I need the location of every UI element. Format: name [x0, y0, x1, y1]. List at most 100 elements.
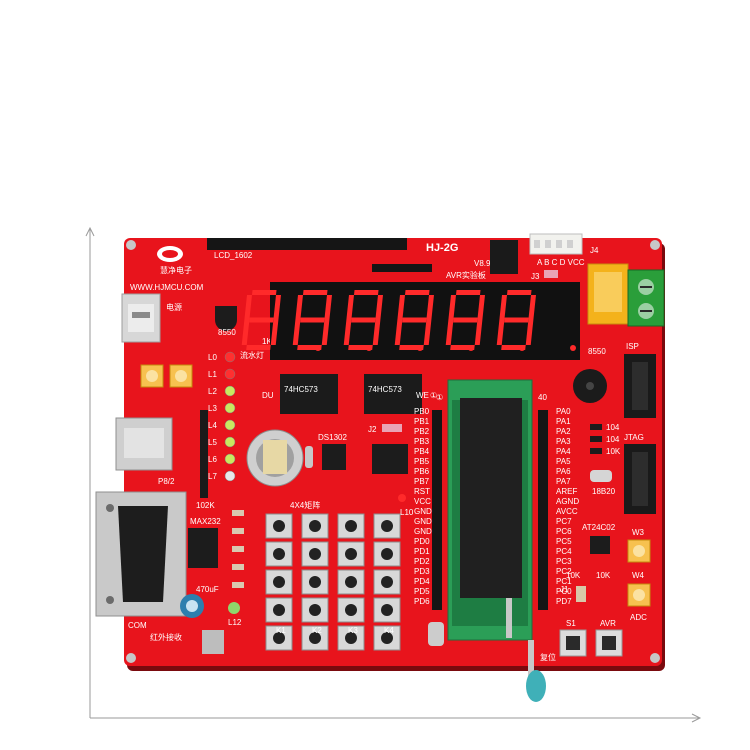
smd-caps [232, 510, 244, 588]
segment [426, 295, 434, 320]
segment [504, 317, 529, 323]
key-cap [273, 520, 285, 532]
matrix-label: 4X4矩阵 [290, 500, 320, 510]
l12-label: L12 [228, 618, 242, 627]
segment [348, 345, 373, 350]
res-label: 104 [606, 423, 620, 432]
segment [477, 295, 485, 320]
pin1-marker: ① [436, 393, 443, 402]
at24c02-chip [590, 536, 610, 554]
key-cap [273, 576, 285, 588]
avr-label: AVR [600, 619, 616, 628]
segment [399, 345, 424, 350]
segment [404, 290, 430, 295]
key-label: K2 [312, 626, 322, 635]
port-b-pin-label: PB0 [414, 407, 430, 416]
segment [297, 345, 322, 350]
port-b-pin-label: GND [414, 507, 432, 516]
latch-chip-b: 74HC573 [364, 374, 422, 414]
segment [397, 295, 405, 320]
ds18b20-socket [590, 470, 612, 482]
resistor-pack [200, 410, 208, 498]
ds1302-chip [322, 444, 346, 470]
red-led [398, 494, 406, 502]
port-b-pin-label: PB7 [414, 477, 430, 486]
segment [499, 295, 507, 320]
port-a-pin-label: PD7 [556, 597, 572, 606]
key-cap [381, 520, 393, 532]
port-a-pin-label: PA5 [556, 457, 571, 466]
port-a-pin-label: PC5 [556, 537, 572, 546]
latch-chip-a: 74HC573 [280, 374, 338, 414]
usb-b-port: P8/2 [115, 417, 175, 486]
potentiometer-pair [140, 364, 193, 388]
max232-label: MAX232 [190, 517, 221, 526]
isp-label: ISP [626, 342, 639, 351]
key-label: K3 [348, 626, 358, 635]
relay [587, 263, 629, 325]
we-label: WE [416, 391, 429, 400]
port-a-pin-label: PC6 [556, 527, 572, 536]
segment [300, 317, 325, 323]
led-label: L2 [208, 387, 217, 396]
ir-receiver [202, 630, 224, 654]
header-left [432, 410, 442, 610]
key-cap [309, 604, 321, 616]
seven-segment-digit [496, 290, 576, 351]
key-cap [273, 632, 285, 644]
segment [453, 317, 478, 323]
port-a-pin-label: PC4 [556, 547, 572, 556]
seven-segment-display [241, 282, 580, 360]
right-pots: W3 W4 ADC [627, 528, 651, 622]
port-a-pin-label: PA6 [556, 467, 571, 476]
chip-a-label: 74HC573 [284, 385, 318, 394]
segment [249, 317, 274, 323]
l10-label: L10 [400, 508, 414, 517]
adc-label: ADC [630, 613, 647, 622]
small-ic-top [490, 240, 518, 274]
res-label: 10K [606, 447, 621, 456]
cap-label: 470uF [196, 585, 219, 594]
led-label: L3 [208, 404, 217, 413]
port-b-pin-label: PB6 [414, 467, 430, 476]
led-label: L0 [208, 353, 217, 362]
segment [474, 320, 483, 345]
segment [525, 320, 534, 345]
port-b-pin-label: PB1 [414, 417, 430, 426]
decimal-point [570, 345, 576, 351]
board-model: HJ-2G [426, 242, 458, 254]
transistor-b-label: 8550 [588, 347, 606, 356]
lcd-header: LCD_1602 [207, 238, 432, 272]
jtag-label: JTAG [624, 433, 644, 442]
led-light [224, 402, 236, 414]
chip-b-label: 74HC573 [368, 385, 402, 394]
key-cap [345, 520, 357, 532]
port-a-pin-label: PA2 [556, 427, 571, 436]
p2-label: P8/2 [158, 477, 175, 486]
segment [501, 345, 526, 350]
port-a-pin-label: PC0 [556, 587, 572, 596]
transistor-8550: 8550 [215, 306, 237, 337]
segment [302, 290, 328, 295]
avr-button: AVR [595, 619, 623, 657]
port-b-labels: PB0PB1PB2PB3PB4PB5PB6PB7RSTVCCGNDGNDGNDP… [414, 407, 432, 606]
port-a-pin-label: PC3 [556, 557, 572, 566]
port-b-pin-label: VCC [414, 497, 431, 506]
segment [321, 320, 330, 345]
transistor-label: 8550 [218, 328, 236, 337]
port-b-pin-label: PB5 [414, 457, 430, 466]
we-marker: ① [430, 391, 437, 400]
max232-chip [188, 528, 218, 568]
port-a-pin-label: PA4 [556, 447, 571, 456]
j4-label: J4 [590, 246, 599, 255]
key-label: K1 [276, 626, 286, 635]
led-label: L7 [208, 472, 217, 481]
led-label: L5 [208, 438, 217, 447]
port-b-pin-label: PD1 [414, 547, 430, 556]
x-axis-arrow [691, 713, 702, 723]
led-label: L6 [208, 455, 217, 464]
port-a-pin-label: AGND [556, 497, 579, 506]
led-light [224, 351, 236, 363]
